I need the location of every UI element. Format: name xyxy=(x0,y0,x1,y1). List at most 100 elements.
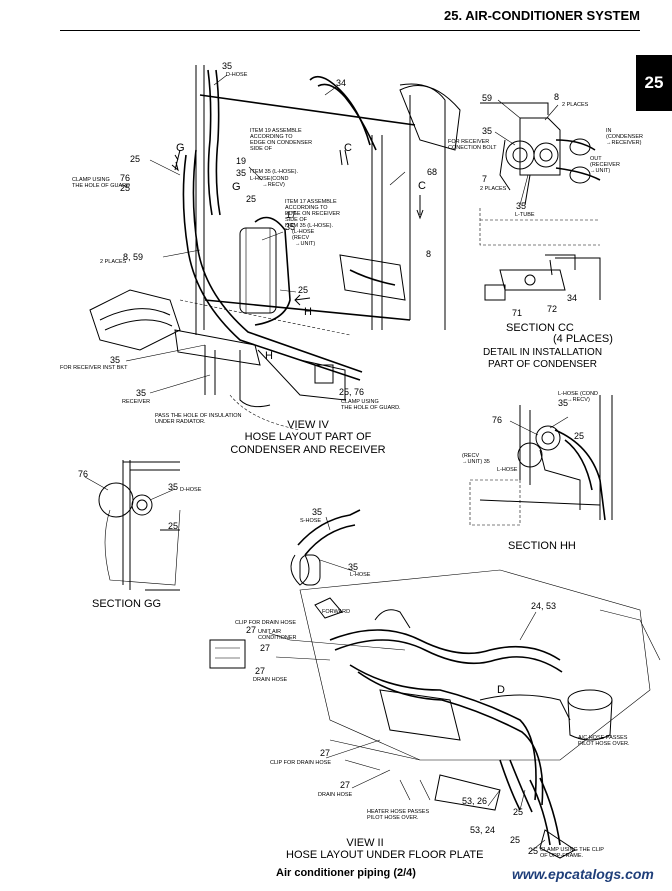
callout-35: 35 xyxy=(168,482,179,492)
view-ii-caption: HOSE LAYOUT UNDER FLOOR PLATE xyxy=(286,849,484,861)
callout-27: 27 xyxy=(246,625,257,635)
chapter-tab: 25 xyxy=(636,55,672,111)
callout-35: 35 xyxy=(236,168,247,178)
section-hh-drawing xyxy=(469,395,613,526)
callout-7: 7 xyxy=(482,174,488,184)
callout-25: 25 xyxy=(528,846,539,856)
section-cc-detail: DETAIL IN INSTALLATION PART OF CONDENSER xyxy=(482,347,603,370)
note-receiver-bkt: FOR RECEIVER INST BKT xyxy=(60,365,128,371)
note-clamp-clip: CLAMP USING THE CLIP OF UPP-FRAME. xyxy=(540,847,604,859)
callout-35: 35 xyxy=(312,507,323,517)
section-mark-c: C xyxy=(418,180,426,192)
callout-34: 34 xyxy=(336,78,347,88)
header-rule xyxy=(60,30,640,31)
label-unit-air-conditioner: UNIT AIR CONDITIONER xyxy=(258,629,297,641)
callout-27: 27 xyxy=(255,666,266,676)
callout-35: 35 xyxy=(222,61,233,71)
callout-76: 76 xyxy=(492,415,503,425)
label-l-tube: L-TUBE xyxy=(515,212,535,218)
callout-35: 35 xyxy=(482,126,493,136)
callout-25: 25 xyxy=(168,521,179,531)
view-ii-title: VIEW II xyxy=(346,837,384,849)
section-mark-h: H xyxy=(304,306,312,318)
callout-72: 72 xyxy=(547,304,558,314)
callout-25-76: 25, 76 xyxy=(339,387,365,397)
callout-35: 35 xyxy=(516,201,527,211)
figure-caption: Air conditioner piping (2/4) xyxy=(276,867,416,879)
section-cc-drawing xyxy=(479,102,601,301)
label-d-hose: D-HOSE xyxy=(226,72,248,78)
label-2-places: 2 PLACES xyxy=(562,102,589,108)
callout-25: 25 xyxy=(510,835,521,845)
page-header-title: 25. AIR-CONDITIONER SYSTEM xyxy=(444,8,640,23)
note-clip-drain: CLIP FOR DRAIN HOSE xyxy=(270,760,332,766)
label-in-condenser: IN (CONDENSER →RECEIVER) xyxy=(606,128,643,146)
label-l-hose: L-HOSE xyxy=(350,572,371,578)
callout-25: 25 xyxy=(130,154,141,164)
section-cc-title: SECTION CC xyxy=(506,322,574,334)
callout-35: 35 xyxy=(348,562,359,572)
watermark-link[interactable]: www.epcatalogs.com xyxy=(512,866,654,882)
note-item-35: ITEM 35 (L-HOSE). xyxy=(250,169,298,175)
label-l-hose: L-HOSE xyxy=(497,467,518,473)
section-mark-g: G xyxy=(176,142,185,154)
view-iv-title: VIEW IV xyxy=(287,419,329,431)
label-l-hose: L-HOSE(COND →RECV) xyxy=(250,176,289,188)
callout-25: 25 xyxy=(120,183,131,193)
label-2-places: 2 PLACES xyxy=(480,186,507,192)
section-mark-g: G xyxy=(232,181,241,193)
section-mark-c: C xyxy=(344,142,352,154)
label-forward: FORWARD xyxy=(322,609,351,615)
callout-76: 76 xyxy=(120,173,131,183)
callout-53-24: 53, 24 xyxy=(470,825,496,835)
label-drain-hose: DRAIN HOSE xyxy=(253,677,288,683)
note-pass-hole: PASS THE HOLE OF INSULATION UNDER RADIAT… xyxy=(155,413,242,425)
callout-35: 35 xyxy=(136,388,147,398)
label-l-hose-recv: (L-HOSE (RECV →UNIT) xyxy=(292,229,316,247)
callout-35: 35 xyxy=(110,355,121,365)
note-ac-hose: A/C HOSE PASSES PILOT HOSE OVER. xyxy=(578,735,630,747)
view-ii-drawing xyxy=(209,509,661,859)
section-mark-d: D xyxy=(497,684,505,696)
callout-24-53: 24, 53 xyxy=(531,601,557,611)
callout-34: 34 xyxy=(567,293,578,303)
view-iv-drawing xyxy=(89,65,461,431)
callout-53-26: 53, 26 xyxy=(462,796,488,806)
note-item-17: ITEM 17 ASSEMBLE ACCORDING TO EDGE ON RE… xyxy=(285,199,341,229)
label-receiver: RECEIVER xyxy=(122,399,151,405)
label-out-receiver: OUT (RECEIVER →UNIT) xyxy=(590,156,620,174)
callout-76: 76 xyxy=(78,469,89,479)
label-drain-hose: DRAIN HOSE xyxy=(318,792,353,798)
label-d-hose: D-HOSE xyxy=(180,487,202,493)
callout-68: 68 xyxy=(427,167,438,177)
label-s-hose: S-HOSE xyxy=(300,518,322,524)
section-gg-drawing xyxy=(98,460,181,591)
label-recv-unit: (RECV →UNIT) 35 xyxy=(462,453,490,465)
callout-19: 19 xyxy=(236,156,247,166)
note-item-19: ITEM 19 ASSEMBLE ACCORDING TO EDGE ON CO… xyxy=(250,128,313,152)
callout-35: 35 xyxy=(558,398,569,408)
label-l-hose: L-HOSE (COND →RECV) xyxy=(558,391,599,403)
callout-71: 71 xyxy=(512,308,523,318)
note-receiver-bolt: FOR RECEIVER CONECTION BOLT xyxy=(448,139,497,151)
callout-35: 35 xyxy=(285,222,296,232)
callout-27: 27 xyxy=(340,780,351,790)
callout-25: 25 xyxy=(513,807,524,817)
section-gg-title: SECTION GG xyxy=(92,598,162,610)
label-2-places: 2 PLACES xyxy=(100,259,127,265)
note-clamp-guard: CLAMP USING THE HOLE OF GUARD. xyxy=(341,399,401,411)
callout-25: 25 xyxy=(574,431,585,441)
note-clamp-guard: CLAMP USING THE HOLE OF GUARD xyxy=(72,177,131,189)
callout-27: 27 xyxy=(320,748,331,758)
callout-25: 25 xyxy=(298,285,309,295)
callout-8: 8 xyxy=(426,249,432,259)
view-iv-caption: HOSE LAYOUT PART OF CONDENSER AND RECEIV… xyxy=(230,431,386,456)
callout-27: 27 xyxy=(260,643,271,653)
callout-59: 59 xyxy=(482,93,493,103)
section-cc-subtitle: (4 PLACES) xyxy=(553,333,613,345)
callout-8-59: 8, 59 xyxy=(123,252,144,262)
leader-lines xyxy=(84,74,569,853)
note-heater-hose: HEATER HOSE PASSES PILOT HOSE OVER. xyxy=(367,809,430,821)
callout-8: 8 xyxy=(554,92,560,102)
